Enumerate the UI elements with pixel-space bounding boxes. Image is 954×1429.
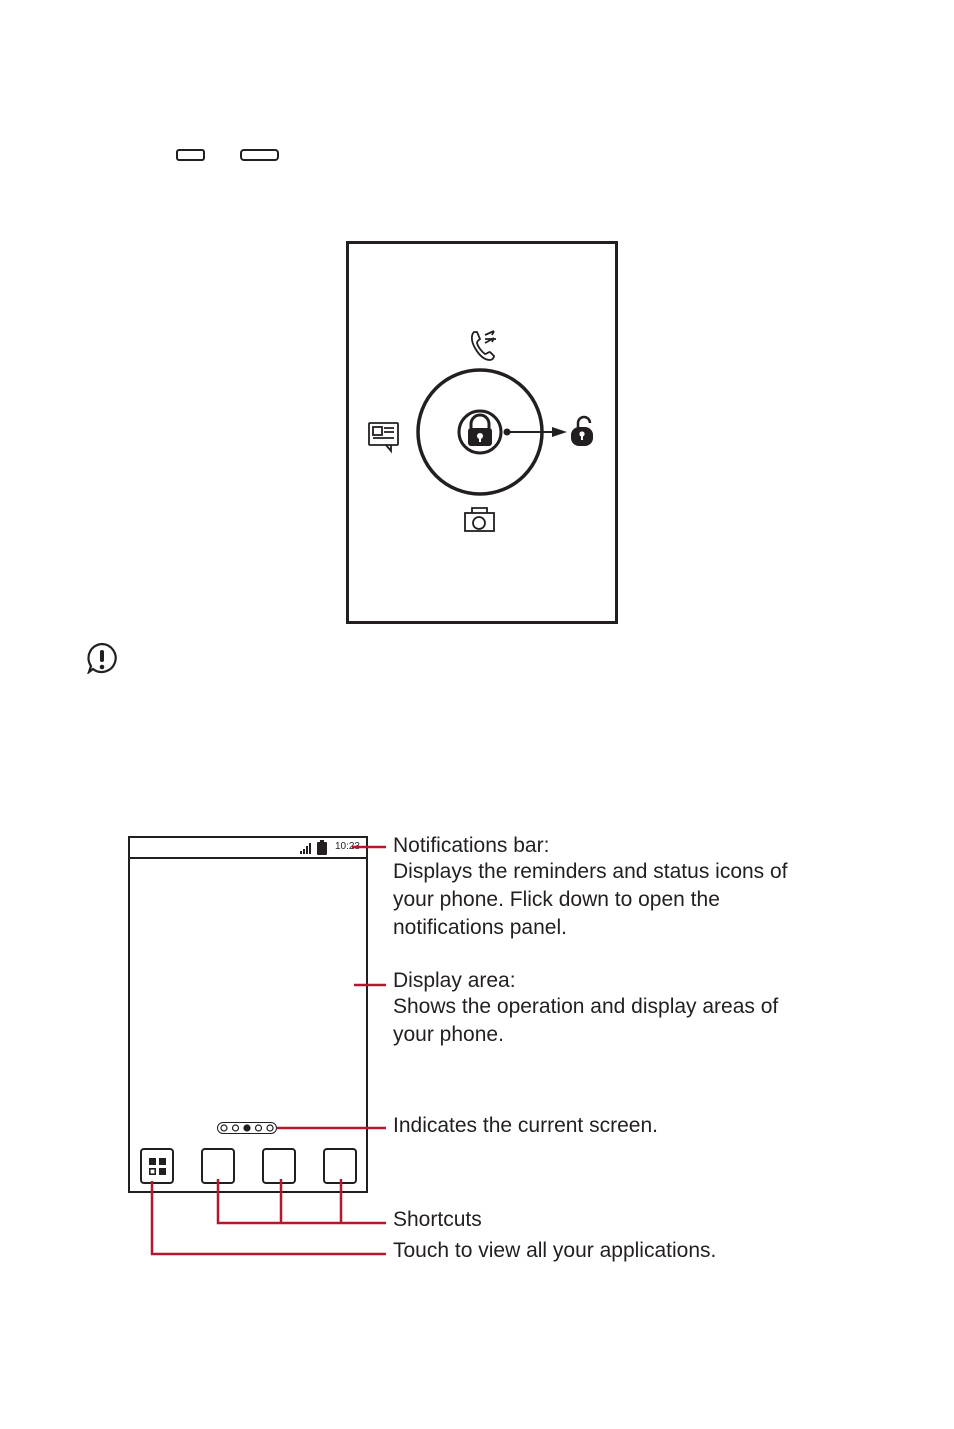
display-area-title: Display area: [393,969,516,992]
shortcuts-label: Shortcuts [393,1208,482,1231]
display-area-desc-line2: your phone. [393,1023,504,1046]
notifications-bar-desc-line2: your phone. Flick down to open the [393,888,720,911]
app-launcher-icon [148,1158,166,1176]
shortcut-1[interactable] [201,1148,235,1184]
page-indicator[interactable] [217,1122,277,1134]
camera-icon [464,507,495,532]
key-icon-small [176,149,205,161]
call-icon [470,330,496,361]
app-launcher-label: Touch to view all your applications. [393,1239,717,1262]
notifications-bar-desc-line3: notifications panel. [393,916,567,939]
shortcut-3[interactable] [323,1148,357,1184]
shortcut-2[interactable] [262,1148,296,1184]
page-dot [254,1124,263,1132]
status-time: 10:23 [334,841,360,852]
page-dot [266,1124,274,1132]
notifications-bar-desc-line1: Displays the reminders and status icons … [393,860,788,883]
unlock-icon [571,415,593,446]
message-icon [368,422,399,454]
signal-icon [300,843,311,854]
page-indicator-label: Indicates the current screen. [393,1114,658,1137]
notifications-bar-title: Notifications bar: [393,834,550,857]
lock-screen-illustration [368,330,593,532]
app-launcher-button[interactable] [140,1148,174,1184]
page-dot-current [243,1124,251,1132]
lock-icon [457,409,503,455]
lock-screen-frame [346,241,618,624]
display-area-desc-line1: Shows the operation and display areas of [393,995,779,1018]
home-screen-frame: 10:23 [128,836,368,1193]
page-dot [231,1124,240,1132]
battery-icon [317,840,327,855]
notifications-bar[interactable]: 10:23 [130,838,366,859]
page-indicator-dots [220,1124,274,1132]
key-icon-wide [240,149,279,161]
exclamation-icon [87,642,117,674]
page-dot [220,1124,228,1132]
